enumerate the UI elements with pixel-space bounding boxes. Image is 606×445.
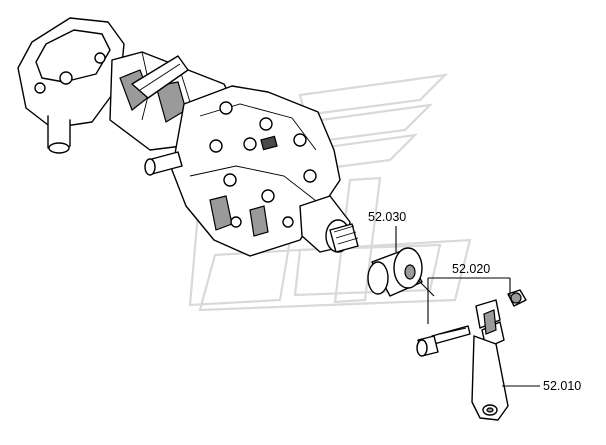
- leader-line-52020: [427, 277, 511, 324]
- part-label-52020: 52.020: [452, 262, 490, 276]
- part-label-52010: 52.010: [543, 379, 581, 393]
- housing-assembly: [17, 17, 359, 257]
- bracket-group-52020: [416, 289, 527, 421]
- part-label-52030: 52.030: [368, 210, 406, 224]
- bushing-part-52030: [367, 247, 435, 297]
